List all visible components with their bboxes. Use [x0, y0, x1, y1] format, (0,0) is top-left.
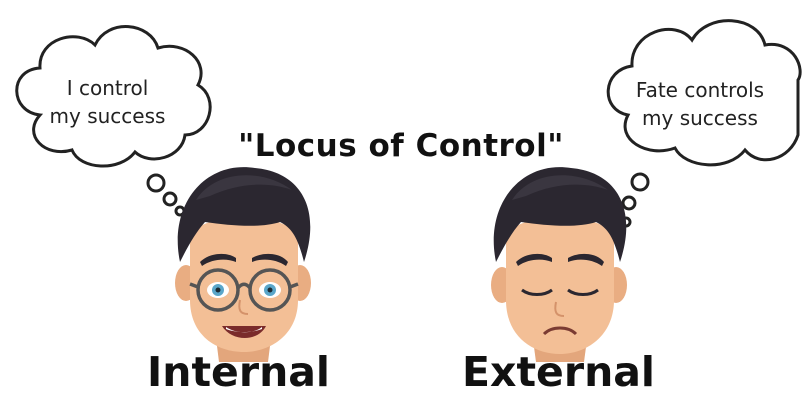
thought-line: my success: [20, 102, 195, 130]
thought-line: I control: [20, 74, 195, 102]
internal-label: Internal: [147, 350, 330, 394]
thought-text-left: I control my success: [20, 74, 195, 130]
internal-character-head: [175, 167, 311, 362]
external-label: External: [462, 350, 655, 394]
external-character-head: [491, 167, 627, 362]
thought-line: Fate controls: [605, 76, 795, 104]
page-title: "Locus of Control": [0, 128, 802, 164]
thought-text-right: Fate controls my success: [605, 76, 795, 132]
